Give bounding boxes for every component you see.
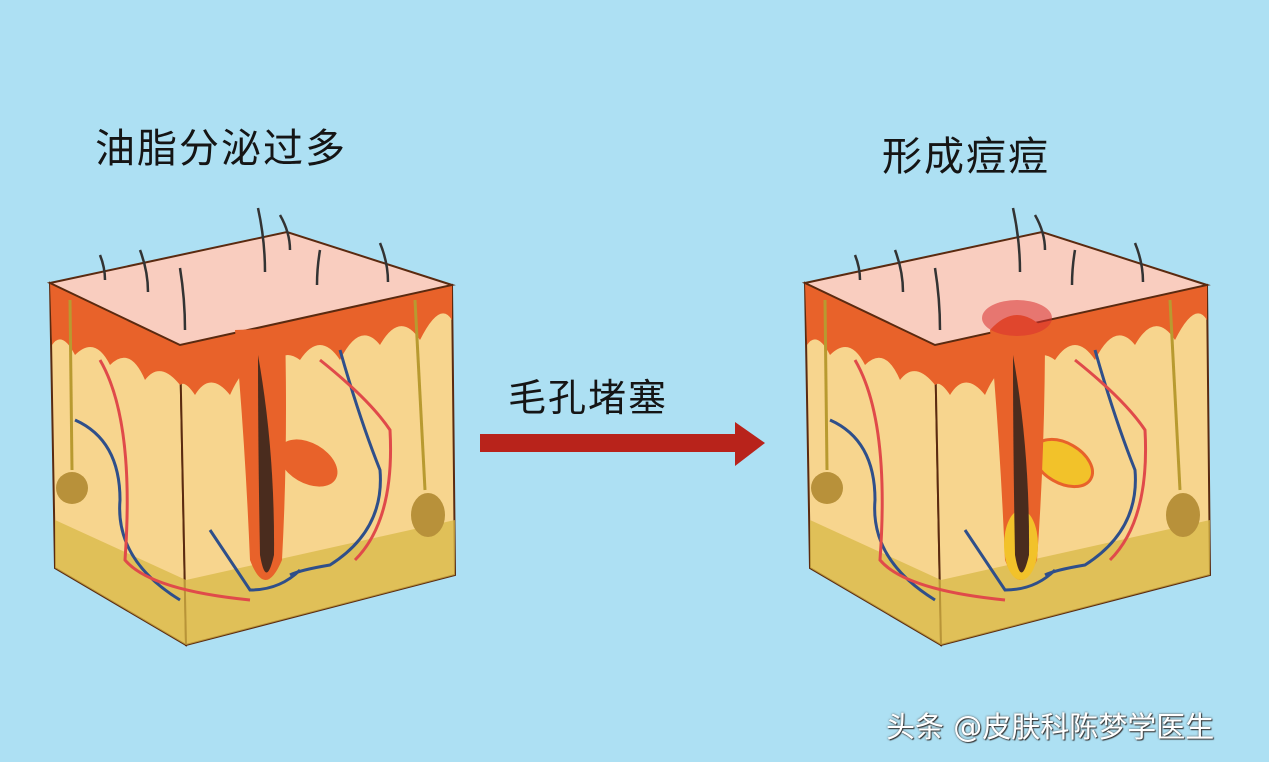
hair bbox=[378, 242, 390, 283]
epidermis-left bbox=[50, 283, 180, 385]
oily-skin-cube bbox=[46, 207, 457, 647]
epidermis-left bbox=[805, 283, 935, 385]
right-title: 形成痘痘 bbox=[882, 134, 1050, 180]
artery-vessel bbox=[319, 358, 393, 562]
hair bbox=[853, 254, 862, 281]
sweat-gland bbox=[811, 472, 843, 504]
arrow-head bbox=[735, 422, 765, 466]
hair bbox=[278, 214, 292, 251]
left-title: 油脂分泌过多 bbox=[95, 126, 347, 172]
vein-vessel bbox=[208, 529, 302, 592]
vein-vessel bbox=[289, 349, 382, 577]
gland-duct bbox=[823, 299, 829, 471]
inflammation bbox=[982, 300, 1052, 336]
vein-vessel bbox=[1044, 349, 1137, 577]
arrow bbox=[480, 422, 765, 466]
credit-watermark: 头条 @皮肤科陈梦学医生 bbox=[886, 710, 1215, 744]
hair bbox=[1033, 214, 1047, 251]
sweat-gland bbox=[56, 472, 88, 504]
fat-layer bbox=[55, 520, 455, 645]
pimple-skin-cube bbox=[801, 207, 1212, 647]
top-face bbox=[801, 230, 1211, 347]
fat-layer bbox=[810, 520, 1210, 645]
hair bbox=[893, 249, 905, 293]
hair bbox=[1011, 207, 1022, 273]
hair bbox=[933, 267, 942, 331]
hair-shaft bbox=[1013, 355, 1030, 573]
arrow-shaft bbox=[480, 434, 738, 452]
arrow-label: 毛孔堵塞 bbox=[508, 376, 669, 420]
hair bbox=[256, 207, 267, 273]
gland-duct bbox=[413, 299, 427, 491]
hair bbox=[98, 254, 107, 281]
vein-vessel bbox=[829, 418, 936, 602]
hair-shaft bbox=[258, 355, 275, 573]
artery-vessel bbox=[853, 359, 1006, 602]
top-face bbox=[46, 230, 456, 347]
gland-duct bbox=[68, 299, 74, 471]
sebaceous-gland bbox=[278, 439, 338, 487]
vein-vessel bbox=[963, 529, 1057, 592]
hair bbox=[1070, 249, 1077, 286]
sweat-gland bbox=[1166, 493, 1200, 537]
artery-vessel bbox=[1074, 358, 1148, 562]
gland-duct bbox=[1168, 299, 1182, 491]
vein-vessel bbox=[74, 418, 181, 602]
hair bbox=[1133, 242, 1145, 283]
hair bbox=[178, 267, 187, 331]
sweat-gland bbox=[411, 493, 445, 537]
hair bbox=[315, 249, 322, 286]
hair bbox=[138, 249, 150, 293]
artery-vessel bbox=[98, 359, 251, 602]
